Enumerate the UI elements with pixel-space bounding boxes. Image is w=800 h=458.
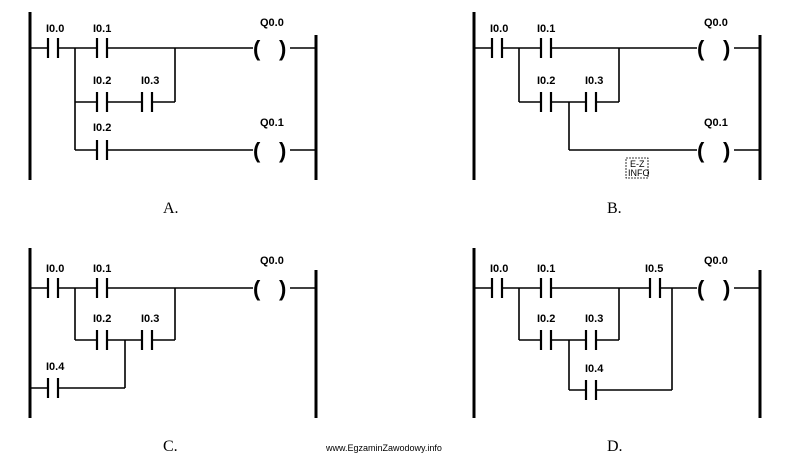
svg-text:): ) xyxy=(279,276,286,301)
svg-text:E-Z: E-Z xyxy=(630,159,645,169)
contact-i0-0: I0.0 xyxy=(46,23,64,58)
svg-text:I0.5: I0.5 xyxy=(645,263,663,275)
svg-text:): ) xyxy=(723,138,730,163)
svg-text:Q0.0: Q0.0 xyxy=(704,255,728,267)
svg-text:I0.4: I0.4 xyxy=(585,363,604,375)
caption-b: B. xyxy=(607,200,622,217)
coil-q0-1: () Q0.1 xyxy=(697,117,730,163)
svg-text:I0.2: I0.2 xyxy=(93,122,111,134)
svg-text:I0.0: I0.0 xyxy=(490,263,508,275)
svg-text:): ) xyxy=(723,36,730,61)
svg-text:Q0.1: Q0.1 xyxy=(260,117,284,129)
contact-i0-2: I0.2 xyxy=(93,75,111,112)
svg-text:I0.0: I0.0 xyxy=(46,263,64,275)
svg-text:(: ( xyxy=(697,36,705,61)
svg-text:I0.2: I0.2 xyxy=(537,75,555,87)
svg-text:I0.4: I0.4 xyxy=(46,361,65,373)
caption-d: D. xyxy=(607,438,623,455)
svg-text:Q0.0: Q0.0 xyxy=(260,255,284,267)
svg-text:(: ( xyxy=(697,138,705,163)
svg-text:I0.3: I0.3 xyxy=(141,313,159,325)
svg-text:): ) xyxy=(279,138,286,163)
ladder-diagram-a: I0.0 I0.1 () Q0.0 I0.2 I0.3 I xyxy=(28,12,318,217)
contact-i0-2-second: I0.2 xyxy=(93,122,111,160)
svg-text:I0.1: I0.1 xyxy=(93,23,111,35)
coil-q0-1: () Q0.1 xyxy=(253,117,286,163)
contact-i0-0: I0.0 xyxy=(490,23,508,58)
svg-text:I0.2: I0.2 xyxy=(537,313,555,325)
svg-text:I0.2: I0.2 xyxy=(93,313,111,325)
coil-q0-0: () Q0.0 xyxy=(697,17,730,61)
svg-text:(: ( xyxy=(253,138,261,163)
svg-text:I0.3: I0.3 xyxy=(585,75,603,87)
ladder-diagram-d: I0.0 I0.1 I0.5 () Q0.0 I0.2 I0.3 xyxy=(472,248,762,455)
contact-i0-1: I0.1 xyxy=(537,23,555,58)
contact-i0-5: I0.5 xyxy=(645,263,663,298)
contact-i0-2: I0.2 xyxy=(537,75,555,112)
contact-i0-1: I0.1 xyxy=(93,263,111,298)
svg-text:I0.0: I0.0 xyxy=(490,23,508,35)
contact-i0-3: I0.3 xyxy=(584,75,603,112)
contact-i0-0: I0.0 xyxy=(46,263,64,298)
caption-c: C. xyxy=(163,438,178,455)
coil-q0-0: () Q0.0 xyxy=(697,255,730,301)
coil-q0-0: () Q0.0 xyxy=(253,255,286,301)
svg-text:(: ( xyxy=(697,276,705,301)
svg-text:(: ( xyxy=(253,36,261,61)
svg-text:I0.1: I0.1 xyxy=(93,263,111,275)
svg-text:I0.3: I0.3 xyxy=(141,75,159,87)
coil-q0-0: () Q0.0 xyxy=(253,17,286,61)
svg-text:Q0.0: Q0.0 xyxy=(260,17,284,29)
contact-i0-3: I0.3 xyxy=(584,313,603,350)
footer-url: www.EgzaminZawodowy.info xyxy=(325,443,442,453)
ladder-diagram-b: I0.0 I0.1 () Q0.0 I0.2 I0.3 () Q0.1 xyxy=(472,12,762,217)
caption-a: A. xyxy=(163,200,179,217)
svg-text:I0.0: I0.0 xyxy=(46,23,64,35)
ladder-diagram-c: I0.0 I0.1 () Q0.0 I0.2 I0.3 I0.4 xyxy=(28,248,318,455)
svg-text:I0.3: I0.3 xyxy=(585,313,603,325)
svg-text:I0.1: I0.1 xyxy=(537,23,555,35)
svg-text:(: ( xyxy=(253,276,261,301)
contact-i0-1: I0.1 xyxy=(537,263,555,298)
svg-text:I0.2: I0.2 xyxy=(93,75,111,87)
svg-text:I0.1: I0.1 xyxy=(537,263,555,275)
contact-i0-4: I0.4 xyxy=(46,361,65,398)
svg-text:): ) xyxy=(723,276,730,301)
contact-i0-2: I0.2 xyxy=(537,313,555,350)
watermark-logo: E-Z INFO xyxy=(625,157,650,179)
svg-text:Q0.0: Q0.0 xyxy=(704,17,728,29)
contact-i0-1: I0.1 xyxy=(93,23,111,58)
contact-i0-0: I0.0 xyxy=(490,263,508,298)
svg-text:): ) xyxy=(279,36,286,61)
contact-i0-4: I0.4 xyxy=(584,363,604,400)
svg-text:Q0.1: Q0.1 xyxy=(704,117,728,129)
svg-text:INFO: INFO xyxy=(628,168,650,178)
contact-i0-3: I0.3 xyxy=(140,313,159,350)
contact-i0-2: I0.2 xyxy=(93,313,111,350)
contact-i0-3: I0.3 xyxy=(140,75,159,112)
